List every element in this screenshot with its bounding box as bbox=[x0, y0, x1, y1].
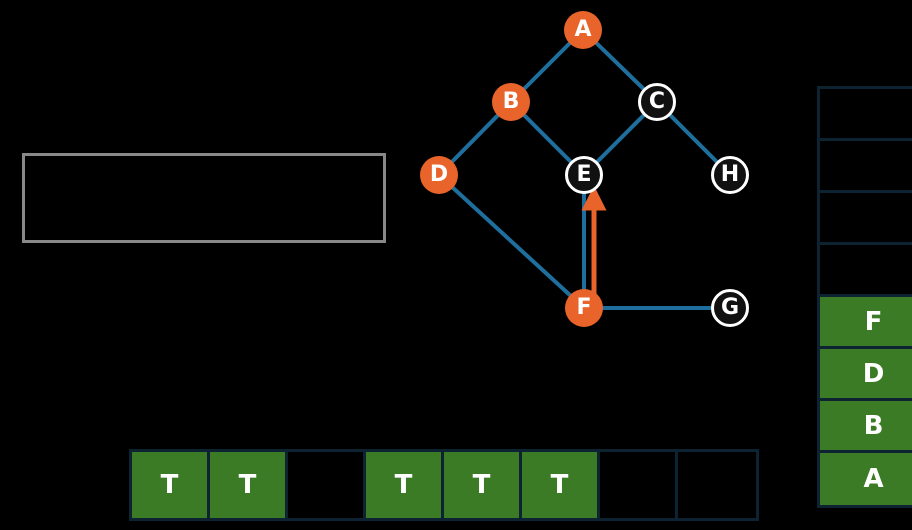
graph-node-e[interactable]: E bbox=[565, 156, 603, 194]
stack-cell-5[interactable]: D bbox=[820, 349, 912, 401]
graph-node-b[interactable]: B bbox=[492, 83, 530, 121]
visited-array-cell-3[interactable]: T bbox=[366, 452, 444, 518]
visited-array-cell-2[interactable] bbox=[288, 452, 366, 518]
stack-cell-6[interactable]: B bbox=[820, 401, 912, 453]
visited-array-cell-7[interactable] bbox=[678, 452, 756, 518]
info-panel bbox=[22, 153, 386, 243]
visited-array-cell-6[interactable] bbox=[600, 452, 678, 518]
graph-node-c[interactable]: C bbox=[638, 83, 676, 121]
stack-cell-3[interactable] bbox=[820, 245, 912, 297]
graph-node-a[interactable]: A bbox=[564, 11, 602, 49]
graph-node-f[interactable]: F bbox=[565, 289, 603, 327]
graph-edge bbox=[437, 173, 586, 310]
visited-array-cell-4[interactable]: T bbox=[444, 452, 522, 518]
visited-array-cell-5[interactable]: T bbox=[522, 452, 600, 518]
graph-node-h[interactable]: H bbox=[711, 156, 749, 194]
stack-cell-1[interactable] bbox=[820, 141, 912, 193]
visited-array-cell-1[interactable]: T bbox=[210, 452, 288, 518]
visited-array-cell-0[interactable]: T bbox=[132, 452, 210, 518]
stack-cell-2[interactable] bbox=[820, 193, 912, 245]
stack-cell-7[interactable]: A bbox=[820, 453, 912, 505]
graph-node-d[interactable]: D bbox=[420, 156, 458, 194]
stack-cell-4[interactable]: F bbox=[820, 297, 912, 349]
stack-cell-0[interactable] bbox=[820, 89, 912, 141]
graph-node-g[interactable]: G bbox=[711, 289, 749, 327]
